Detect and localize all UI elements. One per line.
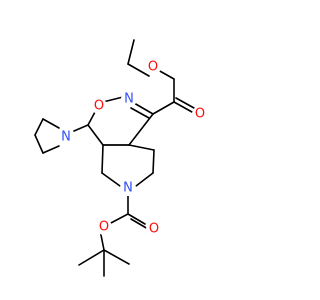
- atom-bg: [146, 221, 162, 237]
- bond: [130, 107, 150, 119]
- bond: [87, 111, 96, 126]
- atom-bg: [121, 91, 137, 107]
- bond: [102, 96, 124, 103]
- bond: [127, 63, 150, 77]
- bond: [135, 172, 154, 187]
- ester-ether-oxygen: O: [148, 60, 158, 75]
- bond: [34, 118, 44, 136]
- bond: [128, 113, 154, 146]
- pyrrolidine-nitrogen: N: [61, 130, 71, 145]
- atom-bg: [91, 98, 107, 114]
- ester-carbonyl-oxygen: O: [195, 107, 205, 122]
- piperidine-nitrogen: N: [123, 181, 133, 196]
- bond: [42, 118, 60, 129]
- atom-labels: O O N O N N O O: [58, 59, 208, 237]
- ring-nitrogen: N: [124, 92, 134, 107]
- chemical-structure: O O N O N N O O: [34, 39, 208, 277]
- ring-oxygen: O: [94, 99, 104, 114]
- bond: [87, 124, 104, 146]
- bond: [103, 249, 130, 265]
- atom-bg: [145, 59, 161, 75]
- boc-carbonyl-oxygen: O: [149, 222, 159, 237]
- bond: [42, 145, 60, 154]
- bond: [128, 144, 155, 151]
- bond: [173, 101, 193, 113]
- bonds: [34, 39, 195, 277]
- bond: [157, 69, 175, 80]
- bond: [108, 213, 129, 225]
- bond: [152, 149, 155, 174]
- bond: [130, 218, 149, 230]
- bond: [78, 249, 105, 266]
- bond: [127, 39, 135, 65]
- bond: [101, 144, 104, 174]
- atom-bg: [120, 180, 136, 196]
- bond: [101, 172, 121, 187]
- atom-bg: [58, 129, 74, 145]
- bond: [34, 134, 44, 154]
- bond: [152, 101, 175, 115]
- bond: [73, 124, 89, 132]
- atom-bg: [192, 106, 208, 122]
- boc-ether-oxygen: O: [99, 220, 109, 235]
- bond: [133, 102, 154, 115]
- atom-bg: [96, 219, 112, 235]
- bond: [175, 97, 195, 109]
- bond: [127, 213, 146, 225]
